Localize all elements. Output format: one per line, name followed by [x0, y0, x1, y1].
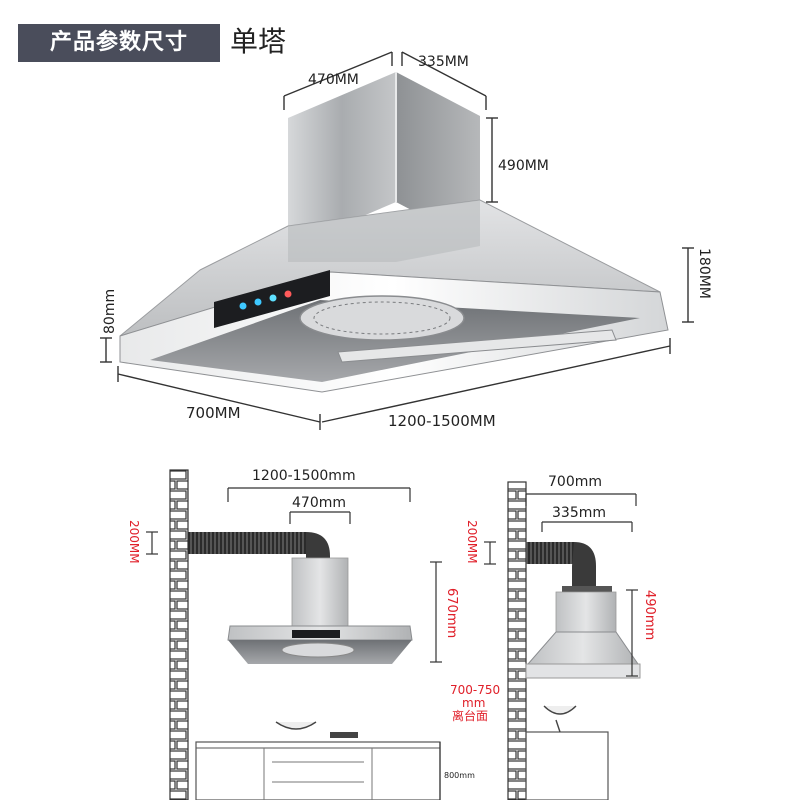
front-dim-counter-height: 800mm: [444, 771, 475, 780]
control-button-icon: [284, 290, 292, 298]
side-wok-icon: [543, 705, 577, 715]
oil-bar: [337, 329, 617, 363]
side-dim-chimney-depth: 335mm: [552, 505, 606, 521]
dim-hood-height: 180MM: [696, 248, 712, 299]
front-chimney: [291, 557, 349, 627]
control-button-icon: [239, 302, 247, 310]
side-hood-rim: [525, 663, 641, 679]
front-dimension-lines: [146, 487, 442, 800]
exhaust-duct: [188, 532, 306, 554]
front-dim-width: 1200-1500mm: [252, 468, 356, 484]
dim-chimney-depth: 335MM: [418, 54, 469, 70]
front-dim-total-height: 670mm: [444, 588, 459, 638]
side-install-view: [507, 481, 641, 800]
variant-label: 单塔: [230, 25, 287, 58]
side-counter: [525, 731, 609, 800]
front-dim-clearance-value: 700-750: [450, 683, 500, 697]
side-hood-body: [526, 631, 639, 665]
side-dimension-lines: [484, 493, 638, 677]
side-dim-duct-height: 200MM: [465, 520, 479, 564]
front-install-view: [169, 469, 441, 800]
wall-bricks: [169, 469, 189, 800]
side-dim-depth: 700mm: [548, 474, 602, 490]
dim-front-height: 80mm: [102, 289, 118, 334]
dim-chimney-width: 470MM: [308, 72, 359, 88]
duct-elbow: [306, 532, 330, 566]
top-dimension-lines: [100, 51, 694, 430]
kitchen-counter: [195, 741, 441, 800]
dim-width: 1200-1500MM: [388, 412, 496, 430]
side-dim-chimney-height: 490mm: [642, 590, 657, 640]
dim-depth: 700MM: [186, 404, 241, 422]
stove-burner-icon: [330, 732, 358, 738]
hood-3d-render: [119, 72, 669, 393]
fan-grille: [299, 295, 465, 341]
side-duct-elbow: [572, 542, 596, 586]
dim-chimney-height: 490MM: [498, 158, 549, 174]
chimney-front: [288, 72, 396, 248]
side-exhaust-duct: [526, 542, 574, 564]
spec-badge: 产品参数尺寸: [18, 24, 220, 62]
side-chimney: [555, 591, 617, 633]
front-dim-clearance-unit: mm: [462, 696, 485, 710]
hood-underside: [150, 300, 640, 382]
front-dim-duct-height: 200MM: [127, 520, 141, 564]
front-dim-clearance-label: 离台面: [452, 708, 488, 723]
side-wall-bricks: [507, 481, 527, 800]
wok-icon: [275, 721, 317, 730]
control-button-icon: [269, 294, 277, 302]
front-dim-chimney-width: 470mm: [292, 495, 346, 511]
control-button-icon: [254, 298, 262, 306]
front-control-panel: [292, 630, 340, 638]
